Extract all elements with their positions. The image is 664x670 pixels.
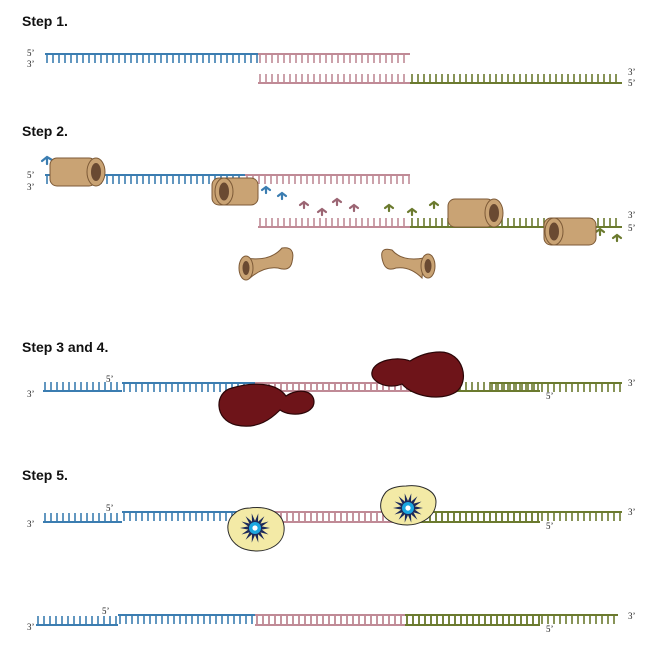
polymerase-4 — [543, 217, 597, 246]
s1-left-3prime: 3’ — [27, 59, 35, 69]
polymerase-2 — [211, 177, 259, 206]
polymerase-1 — [49, 157, 106, 187]
step-2-title: Step 2. — [22, 123, 68, 139]
s34-left-5prime: 5’ — [106, 374, 114, 384]
s1-top-pink-strand — [258, 53, 410, 63]
s2-right-5prime: 5’ — [628, 223, 636, 233]
polymerase-3 — [447, 198, 504, 228]
s34-right-3prime: 3’ — [628, 378, 636, 388]
s1-bottom-pink-strand — [258, 74, 410, 84]
step-5-dna-bottom: 3’ 5’ 3’ 5’ — [27, 606, 636, 634]
nuclease-2 — [381, 248, 436, 280]
step-5-title: Step 5. — [22, 467, 68, 483]
nuclease-1 — [238, 247, 294, 281]
s5a-left-blue-single — [43, 513, 122, 523]
s5a-left-3prime: 3’ — [27, 519, 35, 529]
s34-left-blue-single — [43, 382, 122, 392]
nucleotide-blue-3 — [276, 191, 288, 201]
s2-right-3prime: 3’ — [628, 210, 636, 220]
step-3-4-title: Step 3 and 4. — [22, 339, 108, 355]
step-1-title: Step 1. — [22, 13, 68, 29]
s2-bottom-pink-strand — [258, 218, 410, 228]
s5a-right-3prime: 3’ — [628, 507, 636, 517]
nucleotide-blue-2 — [260, 185, 272, 195]
nucleotide-blue-1 — [40, 155, 54, 166]
step-5-dna-top: 3’ 5’ 3’ 5’ — [27, 503, 636, 531]
nucleotide-olive-4 — [594, 227, 606, 237]
probe-2 — [380, 485, 437, 526]
ligase-1 — [218, 383, 315, 427]
step-3-4-dna: 3’ 5’ 3’ 5’ — [27, 374, 636, 401]
s5b-bottom-olive-strand — [405, 616, 540, 626]
probe-1 — [227, 507, 285, 552]
s5a-right-olive-single — [540, 511, 622, 521]
s34-right-olive-single — [540, 382, 622, 392]
s2-left-5prime: 5’ — [27, 170, 35, 180]
s1-left-5prime: 5’ — [27, 48, 35, 58]
spark-star-icon — [240, 513, 270, 543]
s5b-bottom-pink-strand — [255, 616, 405, 626]
nucleotide-olive-5 — [611, 233, 623, 243]
s5b-right-3prime: 3’ — [628, 611, 636, 621]
s5b-top-blue-strand — [118, 614, 255, 624]
s34-right-5prime: 5’ — [546, 391, 554, 401]
nucleotide-olive-1 — [383, 203, 395, 213]
s5b-right-olive-single — [540, 614, 618, 624]
s1-bottom-olive-strand — [410, 74, 622, 84]
s1-top-blue-strand — [45, 53, 258, 63]
s5a-right-5prime: 5’ — [546, 521, 554, 531]
nucleotide-olive-2 — [406, 207, 418, 217]
s2-released-nucleotides — [40, 155, 623, 243]
nucleotide-pink-1 — [298, 200, 310, 210]
s1-right-5prime: 5’ — [628, 78, 636, 88]
s5b-left-blue-single — [36, 616, 118, 626]
s5b-left-5prime: 5’ — [102, 606, 110, 616]
s5b-left-3prime: 3’ — [27, 622, 35, 632]
nucleotide-pink-4 — [348, 203, 360, 213]
ligase-2 — [371, 351, 465, 398]
s5b-right-5prime: 5’ — [546, 624, 554, 634]
nucleotide-pink-3 — [331, 197, 343, 207]
nucleotide-olive-3 — [428, 200, 440, 210]
s2-left-3prime: 3’ — [27, 182, 35, 192]
s5a-left-5prime: 5’ — [106, 503, 114, 513]
s1-right-3prime: 3’ — [628, 67, 636, 77]
spark-star-icon — [393, 493, 423, 523]
s2-top-pink-strand — [245, 174, 410, 184]
step-1-dna: 5’ 3’ 3’ 5’ — [27, 48, 636, 88]
nucleotide-pink-2 — [316, 207, 328, 217]
s34-left-3prime: 3’ — [27, 389, 35, 399]
